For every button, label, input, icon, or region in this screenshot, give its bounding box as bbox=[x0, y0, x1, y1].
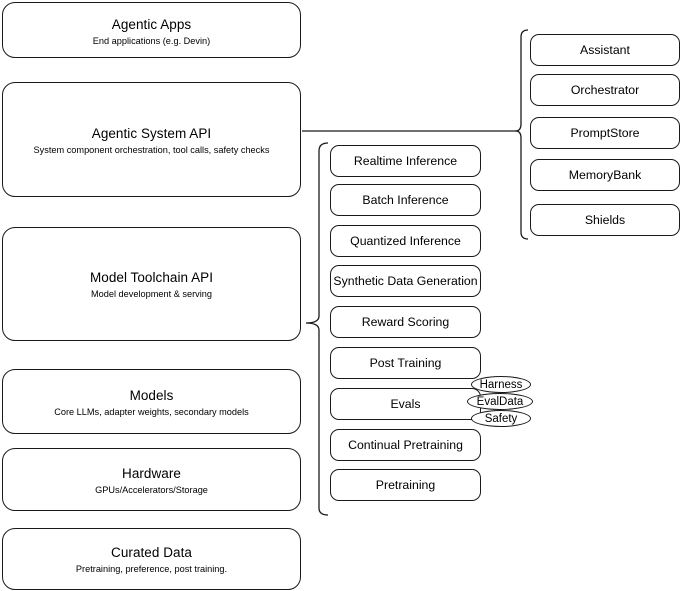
toolchain-component-synthetic-data-generation[interactable]: Synthetic Data Generation bbox=[330, 265, 481, 297]
pill-label: Harness bbox=[479, 378, 523, 391]
toolchain-component-reward-scoring[interactable]: Reward Scoring bbox=[330, 306, 481, 338]
eval-badge-harness[interactable]: Harness bbox=[471, 376, 531, 393]
layer-subtitle: Pretraining, preference, post training. bbox=[75, 564, 228, 574]
layer-box-models[interactable]: Models Core LLMs, adapter weights, secon… bbox=[2, 369, 301, 434]
chip-label: Synthetic Data Generation bbox=[333, 274, 478, 288]
system-component-shields[interactable]: Shields bbox=[530, 204, 680, 236]
chip-label: Post Training bbox=[369, 356, 442, 370]
chip-label: Orchestrator bbox=[570, 83, 640, 97]
layer-title: Models bbox=[129, 388, 174, 403]
layer-subtitle: System component orchestration, tool cal… bbox=[33, 145, 270, 155]
eval-badge-safety[interactable]: Safety bbox=[471, 410, 531, 427]
layer-subtitle: Core LLMs, adapter weights, secondary mo… bbox=[54, 407, 249, 417]
pill-label: EvalData bbox=[476, 395, 524, 408]
layer-title: Curated Data bbox=[111, 545, 192, 560]
brace-toolchain-components bbox=[305, 142, 329, 516]
layer-subtitle: End applications (e.g. Devin) bbox=[92, 36, 211, 46]
chip-label: MemoryBank bbox=[568, 168, 642, 182]
chip-label: Continual Pretraining bbox=[348, 438, 463, 452]
layer-box-hardware[interactable]: Hardware GPUs/Accelerators/Storage bbox=[2, 448, 301, 511]
chip-label: Reward Scoring bbox=[361, 315, 450, 329]
system-component-orchestrator[interactable]: Orchestrator bbox=[530, 74, 680, 106]
layer-title: Model Toolchain API bbox=[89, 270, 214, 285]
pill-label: Safety bbox=[484, 412, 518, 425]
layer-subtitle: GPUs/Accelerators/Storage bbox=[95, 485, 208, 495]
layer-box-model-toolchain-api[interactable]: Model Toolchain API Model development & … bbox=[2, 227, 301, 341]
toolchain-component-batch-inference[interactable]: Batch Inference bbox=[330, 184, 481, 216]
chip-label: PromptStore bbox=[570, 126, 640, 140]
layer-title: Hardware bbox=[122, 466, 181, 481]
system-component-assistant[interactable]: Assistant bbox=[530, 34, 680, 66]
chip-label: Realtime Inference bbox=[353, 154, 458, 168]
toolchain-component-continual-pretraining[interactable]: Continual Pretraining bbox=[330, 429, 481, 461]
chip-label: Pretraining bbox=[375, 478, 436, 492]
brace-system-components bbox=[515, 29, 529, 240]
toolchain-component-pretraining[interactable]: Pretraining bbox=[330, 469, 481, 501]
toolchain-component-evals[interactable]: Evals bbox=[330, 388, 481, 420]
chip-label: Evals bbox=[390, 397, 421, 411]
layer-box-agentic-apps[interactable]: Agentic Apps End applications (e.g. Devi… bbox=[2, 2, 301, 58]
eval-badge-evaldata[interactable]: EvalData bbox=[467, 393, 533, 410]
toolchain-component-realtime-inference[interactable]: Realtime Inference bbox=[330, 145, 481, 177]
system-component-memorybank[interactable]: MemoryBank bbox=[530, 159, 680, 191]
chip-label: Batch Inference bbox=[362, 193, 449, 207]
toolchain-component-post-training[interactable]: Post Training bbox=[330, 347, 481, 379]
layer-subtitle: Model development & serving bbox=[90, 289, 213, 299]
layer-title: Agentic System API bbox=[91, 126, 212, 141]
system-component-promptstore[interactable]: PromptStore bbox=[530, 117, 680, 149]
toolchain-component-quantized-inference[interactable]: Quantized Inference bbox=[330, 225, 481, 257]
layer-box-agentic-system-api[interactable]: Agentic System API System component orch… bbox=[2, 82, 301, 197]
chip-label: Shields bbox=[584, 213, 626, 227]
chip-label: Quantized Inference bbox=[350, 234, 461, 248]
layer-title: Agentic Apps bbox=[111, 17, 192, 32]
layer-box-curated-data[interactable]: Curated Data Pretraining, preference, po… bbox=[2, 528, 301, 590]
chip-label: Assistant bbox=[580, 43, 630, 57]
